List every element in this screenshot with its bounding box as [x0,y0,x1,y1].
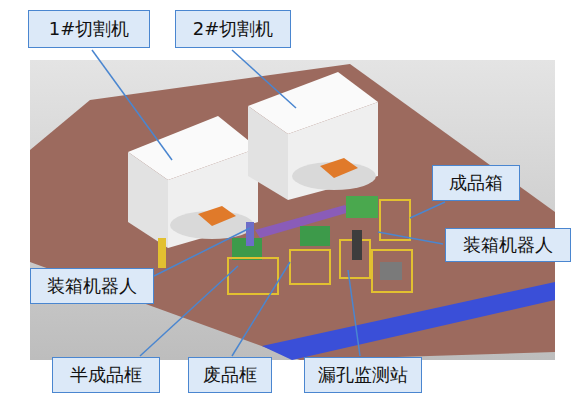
robot [352,230,362,260]
callout-label: 半成品框 [70,364,142,386]
callout-box: 2#切割机 [175,10,291,48]
leader-line [140,266,238,356]
leader-line [378,232,443,244]
callout-box: 半成品框 [52,357,160,393]
callout-label: 废品框 [203,364,257,386]
callout-label: 成品箱 [449,172,503,194]
callout-label: 漏孔监测站 [318,364,408,386]
callout-label: 1#切割机 [49,18,130,40]
cutting-machine-2 [248,72,378,200]
leader-lines [92,50,445,356]
robot [246,222,254,246]
callout-label: 装箱机器人 [463,234,553,256]
fence [228,258,278,294]
callout-label: 装箱机器人 [47,275,137,297]
fixture [300,226,330,246]
leader-line [232,50,296,108]
leader-line [410,202,445,218]
leader-line [348,270,360,356]
callout-box: 装箱机器人 [445,228,571,262]
machine-front [168,148,258,248]
callout-box: 装箱机器人 [30,268,154,304]
fence [290,250,330,284]
callout-box: 废品框 [188,357,272,393]
fence [372,250,412,292]
blue-lane [262,282,555,360]
turntable [198,206,236,226]
floor [30,64,555,360]
post [158,238,166,268]
callout-box: 成品箱 [432,165,520,201]
callout-label: 2#切割机 [193,18,274,40]
leader-line [92,50,172,160]
callout-box: 漏孔监测站 [304,357,422,393]
leader-line [232,262,290,356]
machine-side [128,152,168,248]
machine-front [288,102,378,200]
fixture [346,196,378,218]
production-line [158,196,412,294]
callout-box: 1#切割机 [28,10,150,48]
fence [380,200,410,240]
turntable [320,158,358,178]
station [380,262,402,280]
cutting-machine-1 [128,116,258,248]
machine-side [248,106,288,200]
